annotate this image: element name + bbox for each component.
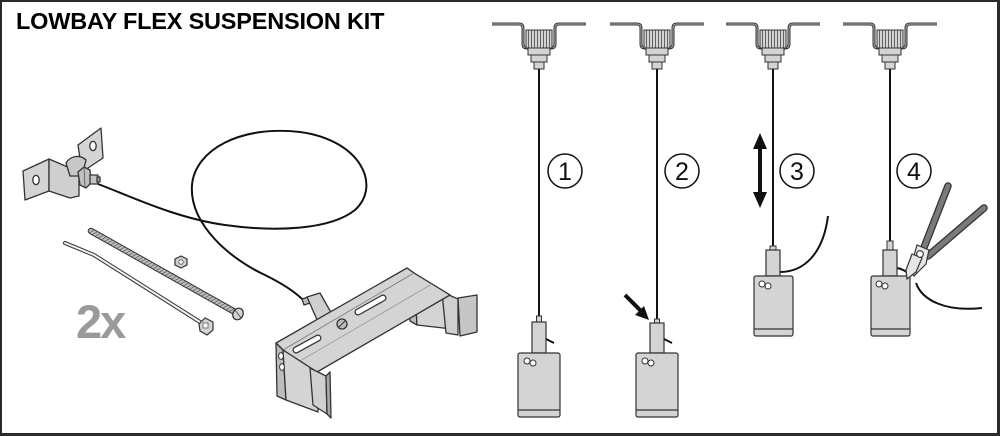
luminaire-icon [635, 318, 679, 418]
step-number-3: 3 [790, 158, 804, 186]
step-1 [492, 22, 586, 418]
step-number-badge-1: 1 [547, 153, 583, 189]
mounting-bracket-icon [275, 267, 478, 419]
ceiling-anchor-icon [492, 22, 586, 70]
step-number-badge-3: 3 [779, 153, 815, 189]
step-4 [843, 22, 988, 337]
step-number-badge-2: 2 [664, 153, 700, 189]
step-number-2: 2 [675, 158, 689, 186]
cable-tie-icon [63, 241, 214, 336]
step-3 [726, 22, 829, 337]
kit-quantity-label: 2x [76, 295, 126, 348]
double-arrow-vertical-icon [753, 133, 767, 208]
diagram-title: LOWBAY FLEX SUSPENSION KIT [16, 8, 385, 34]
step-number-badge-4: 4 [896, 153, 932, 189]
ceiling-anchor-icon [610, 22, 704, 70]
arrow-down-right-icon [623, 293, 649, 320]
luminaire-icon [753, 245, 794, 337]
excess-cable [779, 215, 829, 273]
cable-icon [97, 129, 368, 300]
luminaire-icon [517, 315, 561, 418]
step-number-4: 4 [907, 158, 921, 186]
ceiling-anchor-icon [843, 22, 937, 70]
wall-bracket-icon [22, 127, 104, 201]
side-cutter-pliers-icon [905, 182, 988, 281]
cut-cable-piece [915, 282, 983, 310]
luminaire-icon [870, 240, 911, 337]
step-number-1: 1 [558, 158, 572, 186]
step-2 [610, 22, 704, 418]
threaded-rod-icon [87, 227, 244, 321]
hex-nut-icon [174, 255, 188, 269]
ceiling-anchor-icon [726, 22, 820, 70]
